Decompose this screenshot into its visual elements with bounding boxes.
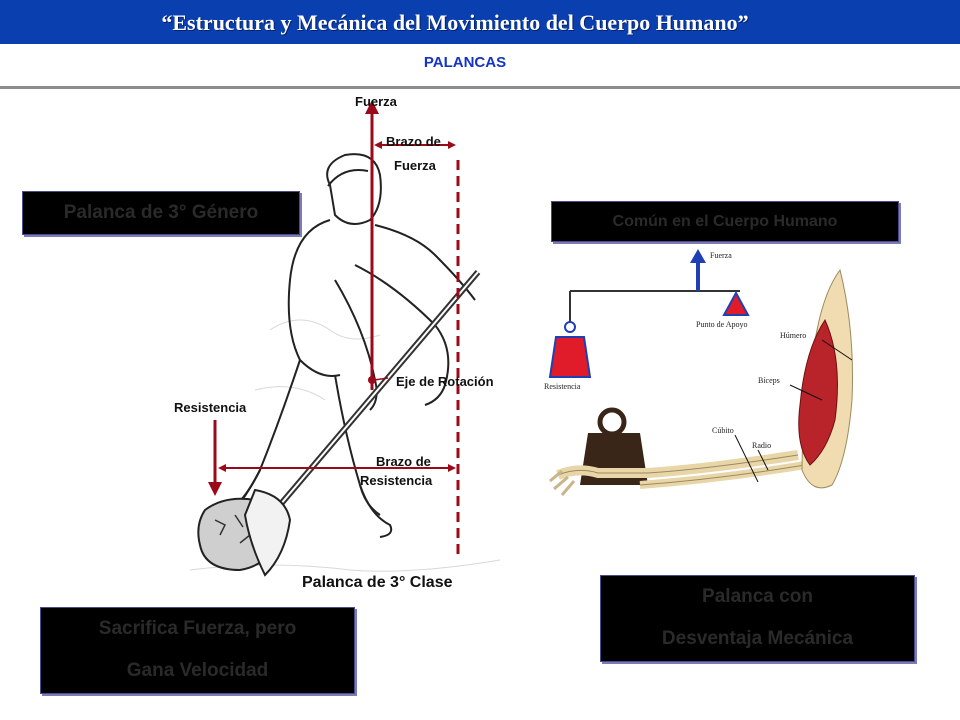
label-brazo-fuerza-1: Brazo de — [386, 134, 441, 149]
arm-label-fuerza: Fuerza — [710, 251, 732, 260]
shovel-lever-figure: Fuerza Brazo de Fuerza Eje de Rotación R… — [160, 90, 530, 590]
box-desventaja-line2: Desventaja Mecánica — [661, 628, 854, 649]
arm-label-apoyo: Punto de Apoyo — [696, 320, 748, 329]
label-brazo-fuerza-2: Fuerza — [394, 158, 437, 173]
arm-label-humero: Húmero — [780, 331, 806, 340]
arm-label-resistencia: Resistencia — [544, 382, 581, 391]
box-sacrifica-line1: Sacrifica Fuerza, pero — [98, 618, 297, 639]
page-title: “Estructura y Mecánica del Movimiento de… — [161, 10, 749, 35]
arm-lever-figure: Fuerza Punto de Apoyo Resistencia Húmero… — [544, 249, 853, 496]
arm-label-radio: Radio — [752, 441, 771, 450]
arm-label-biceps: Bíceps — [758, 376, 780, 385]
box-palanca-genero: Palanca de 3° Género — [22, 191, 300, 235]
box-sacrifica-line2: Gana Velocidad — [126, 660, 269, 681]
box-comun-cuerpo: Común en el Cuerpo Humano — [551, 201, 899, 242]
label-brazo-res-2: Resistencia — [360, 473, 433, 488]
box-sacrifica-fuerza: Sacrifica Fuerza, pero Gana Velocidad — [40, 607, 355, 694]
page-subtitle: PALANCAS — [423, 54, 507, 71]
box-comun-cuerpo-text: Común en el Cuerpo Humano — [612, 213, 838, 230]
divider — [0, 86, 960, 89]
label-eje-rotacion: Eje de Rotación — [396, 374, 494, 389]
arm-label-cubito: Cúbito — [712, 426, 734, 435]
shovel-caption: Palanca de 3° Clase — [302, 574, 453, 590]
box-palanca-genero-text: Palanca de 3° Género — [63, 202, 259, 223]
title-bar — [0, 0, 960, 44]
box-desventaja-line1: Palanca con — [702, 586, 813, 607]
box-desventaja-mecanica: Palanca con Desventaja Mecánica — [600, 575, 915, 662]
label-fuerza: Fuerza — [355, 94, 398, 109]
label-brazo-res-1: Brazo de — [376, 454, 431, 469]
label-resistencia: Resistencia — [174, 400, 247, 415]
